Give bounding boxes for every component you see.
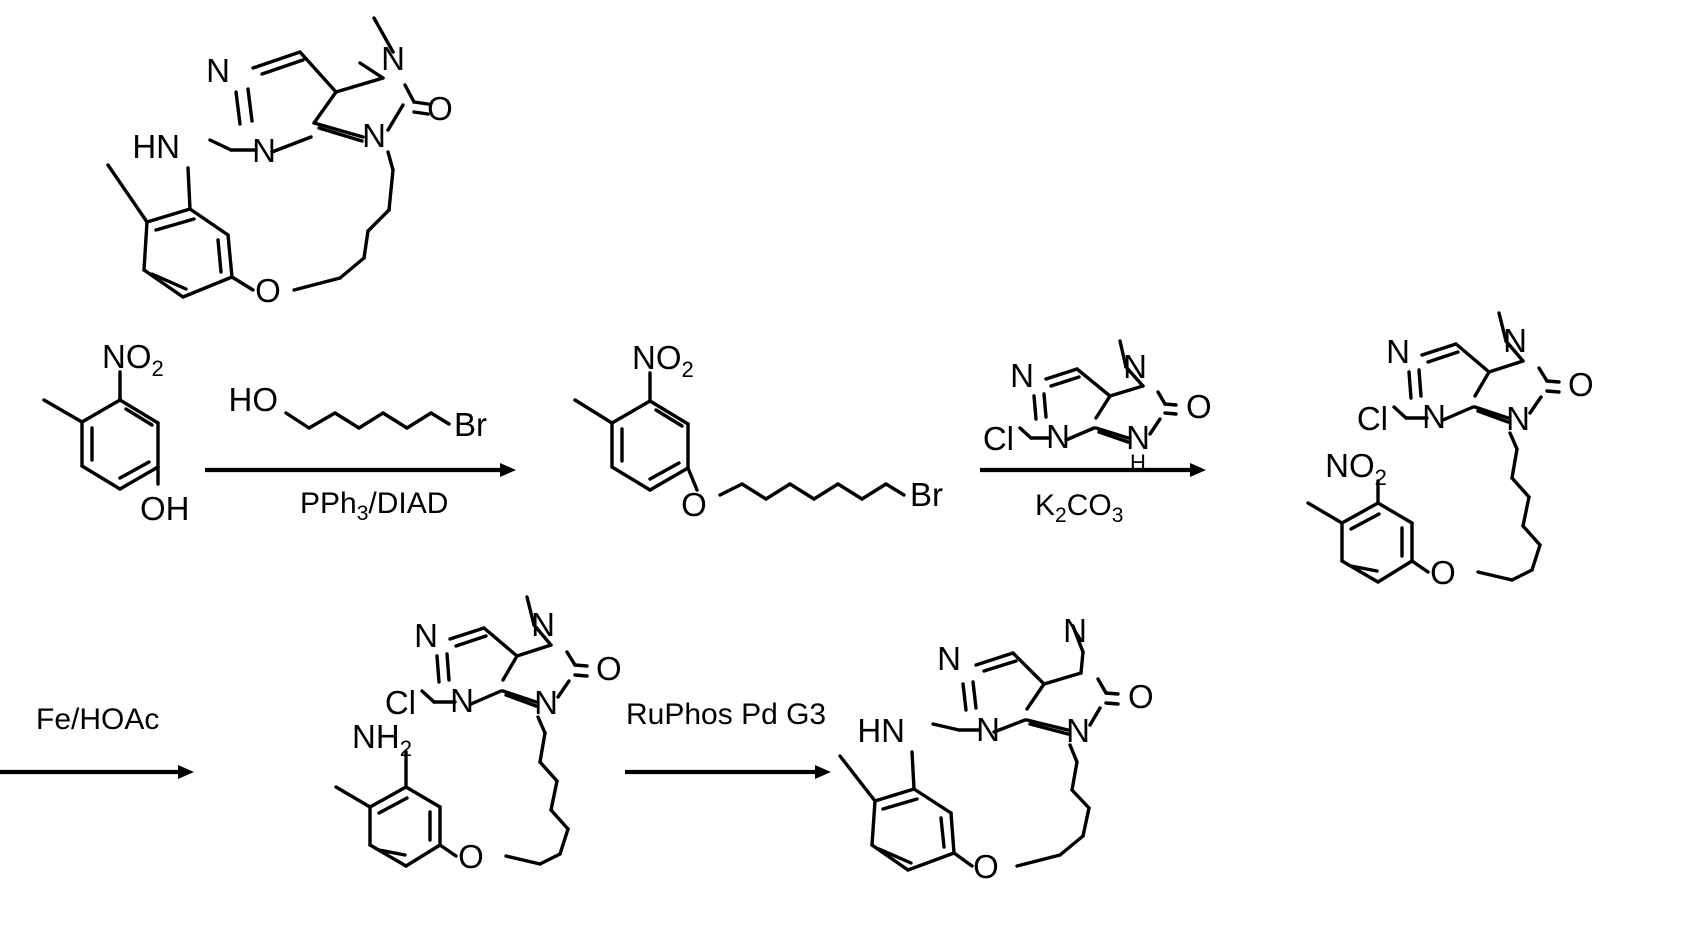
atom-label-n1-p3: N	[414, 617, 438, 654]
condition-label-pph3-diad: PPh3/DIAD	[300, 487, 448, 525]
product-bromohexyloxy-nitroarene: NO2 O Br	[573, 339, 943, 523]
atom-label-ether-oxygen-p2: O	[1430, 554, 1456, 591]
condition-label-k2co3: K2CO3	[1035, 489, 1123, 527]
reactant-4-methyl-3-nitrophenol: NO2 OH	[42, 338, 190, 527]
product-final-macrocycle: N N N N O O HN	[838, 612, 1154, 885]
atom-label-n7-p3: N	[531, 606, 555, 643]
atom-label-carbonyl-oxygen: O	[427, 90, 453, 127]
atom-label-nh2-p3: NH2	[352, 718, 412, 761]
reaction-arrow-2: K2CO3	[980, 463, 1206, 527]
atom-label-ho: HO	[229, 381, 279, 418]
atom-label-n9-p2: N	[1506, 400, 1530, 437]
condition-label-fe-hoac: Fe/HOAc	[36, 703, 159, 736]
atom-label-n9-final: N	[1066, 712, 1090, 749]
atom-label-nitro-p1: NO2	[632, 339, 694, 382]
atom-label-hn-final: HN	[857, 712, 905, 749]
atom-label-n1-reagent2: N	[1010, 357, 1034, 394]
atom-label-carbonyl-oxygen-final: O	[1128, 678, 1154, 715]
atom-label-n1-p2: N	[1386, 333, 1410, 370]
atom-label-n7-final: N	[1063, 612, 1087, 649]
atom-label-n9-reagent2: N	[1126, 419, 1150, 456]
atom-label-ether-oxygen-p1: O	[681, 486, 707, 523]
atom-label-ether-oxygen: O	[255, 272, 281, 309]
atom-label-br-p1: Br	[910, 476, 943, 513]
atom-label-n9: N	[362, 117, 386, 154]
atom-label-carbonyl-oxygen-p2: O	[1568, 366, 1594, 403]
atom-label-br: Br	[454, 406, 487, 443]
atom-label-n1: N	[206, 52, 230, 89]
atom-label-n3-reagent2: N	[1046, 418, 1070, 455]
atom-label-carbonyl-oxygen-reagent2: O	[1186, 388, 1212, 425]
atom-label-carbonyl-oxygen-p3: O	[596, 650, 622, 687]
reagent-6-bromohexan-1-ol: HO Br	[229, 381, 488, 443]
final-macrocycle-structure: N N N N O O HN	[106, 16, 453, 309]
atom-label-nitro-p2: NO2	[1325, 447, 1387, 490]
atom-label-n3-p2: N	[1422, 398, 1446, 435]
atom-label-nitro: NO2	[102, 338, 164, 381]
product-chloropurinone-aminoaryl-ether: N N N N O Cl NH2 O	[334, 595, 622, 875]
atom-label-hydroxyl: OH	[140, 490, 190, 527]
atom-label-ether-oxygen-final: O	[973, 848, 999, 885]
atom-label-n1-final: N	[937, 640, 961, 677]
reaction-arrow-3: Fe/HOAc	[0, 703, 194, 779]
atom-label-n3-p3: N	[450, 682, 474, 719]
atom-label-cl-p2: Cl	[1357, 400, 1388, 437]
atom-label-n7-reagent2: N	[1123, 348, 1147, 385]
atom-label-n3-final: N	[976, 711, 1000, 748]
atom-label-n9-p3: N	[534, 684, 558, 721]
atom-label-n3: N	[252, 132, 276, 169]
atom-label-n7-p2: N	[1503, 322, 1527, 359]
condition-label-ruphos-pd-g3: RuPhos Pd G3	[626, 698, 826, 731]
atom-label-cl-reagent2: Cl	[983, 420, 1014, 457]
atom-label-n7: N	[381, 40, 405, 77]
atom-label-cl-p3: Cl	[385, 684, 416, 721]
atom-label-hn: HN	[132, 128, 180, 165]
product-chloropurinone-nitroaryl-ether: N N N N O Cl NO2 O	[1306, 311, 1594, 591]
reaction-arrow-1: PPh3/DIAD	[205, 463, 516, 525]
atom-label-ether-oxygen-p3: O	[458, 838, 484, 875]
reagent-2-chloro-7-methylpurin-8-one: N N N N H O Cl	[983, 339, 1212, 475]
reaction-arrow-4: RuPhos Pd G3	[625, 698, 831, 779]
